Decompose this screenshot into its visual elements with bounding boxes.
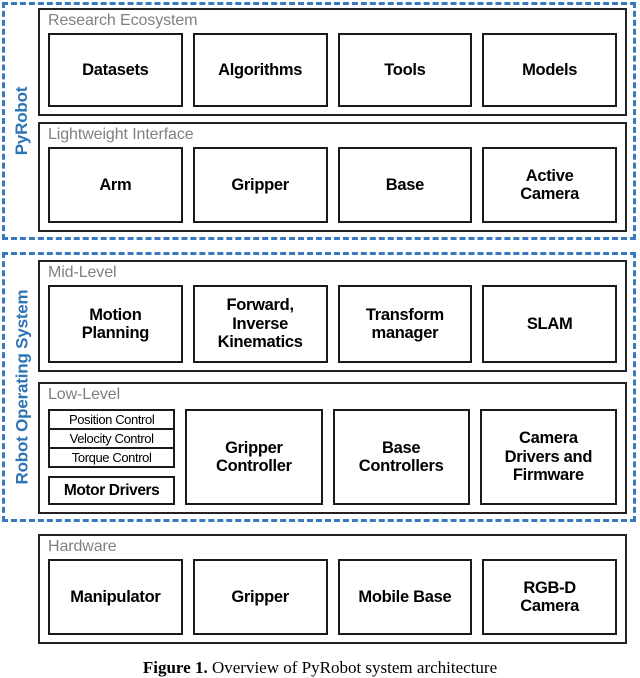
supergroup-pyrobot: PyRobot [2,2,636,240]
item-datasets[interactable]: Datasets [48,33,183,107]
item-gripper[interactable]: Gripper [192,147,328,223]
item-gripper-controller[interactable]: Gripper Controller [185,409,323,505]
group-lightweight-interface-title: Lightweight Interface [48,126,194,143]
item-gripper-hw[interactable]: Gripper [192,559,328,635]
item-mobile-base[interactable]: Mobile Base [337,559,473,635]
group-low-level-title: Low-Level [48,386,121,403]
group-mid-level-title: Mid-Level [48,264,117,281]
item-motion-planning[interactable]: Motion Planning [48,285,183,363]
group-lightweight-interface-items: Arm Gripper Base Active Camera [48,147,617,223]
item-motor-drivers[interactable]: Motor Drivers [48,475,176,505]
item-camera-drivers-and-firmware[interactable]: Camera Drivers and Firmware [479,409,617,505]
item-joint-controllers-stack: Position Control Velocity Control Torque… [48,409,176,505]
group-research-ecosystem: Research Ecosystem Datasets Algorithms T… [38,8,627,116]
item-transform-manager[interactable]: Transform manager [337,285,473,363]
supergroup-robot-operating-system-label: Robot Operating System [5,255,39,519]
item-torque-control[interactable]: Torque Control [71,450,152,465]
item-active-camera[interactable]: Active Camera [482,147,617,223]
group-research-ecosystem-items: Datasets Algorithms Tools Models [48,33,617,107]
joint-control-modes: Position Control Velocity Control Torque… [48,409,176,468]
item-base-controllers[interactable]: Base Controllers [332,409,470,505]
group-hardware-title: Hardware [48,538,117,555]
group-low-level-items: Position Control Velocity Control Torque… [48,409,617,505]
figure-caption-label: Figure 1. [142,658,208,677]
item-velocity-control[interactable]: Velocity Control [50,430,174,449]
item-rgbd-camera[interactable]: RGB-D Camera [482,559,617,635]
item-position-control[interactable]: Position Control [50,411,174,430]
supergroup-pyrobot-label-text: PyRobot [12,86,32,156]
figure-caption: Figure 1. Overview of PyRobot system arc… [0,658,640,678]
item-tools[interactable]: Tools [337,33,473,107]
supergroup-robot-operating-system-label-text: Robot Operating System [12,289,31,485]
item-manipulator[interactable]: Manipulator [48,559,183,635]
supergroup-pyrobot-label: PyRobot [5,5,39,237]
item-base[interactable]: Base [337,147,473,223]
group-hardware-items: Manipulator Gripper Mobile Base RGB-D Ca… [48,559,617,635]
group-hardware: Hardware Manipulator Gripper Mobile Base… [38,534,627,644]
group-mid-level: Mid-Level Motion Planning Forward, Inver… [38,260,627,372]
item-models[interactable]: Models [482,33,617,107]
item-slam[interactable]: SLAM [482,285,617,363]
item-arm[interactable]: Arm [48,147,183,223]
group-mid-level-items: Motion Planning Forward, Inverse Kinemat… [48,285,617,363]
item-algorithms[interactable]: Algorithms [192,33,328,107]
group-research-ecosystem-title: Research Ecosystem [48,12,198,29]
supergroup-robot-operating-system: Robot Operating System [2,252,636,522]
item-forward-inverse-kinematics[interactable]: Forward, Inverse Kinematics [192,285,328,363]
figure-caption-text: Overview of PyRobot system architecture [207,658,498,677]
group-lightweight-interface: Lightweight Interface Arm Gripper Base A… [38,122,627,232]
group-low-level: Low-Level Position Control Velocity Cont… [38,382,627,514]
